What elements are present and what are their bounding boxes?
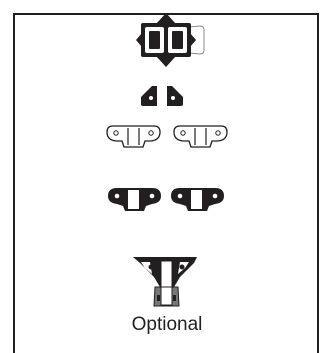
parts-diagram bbox=[106, 13, 228, 307]
outline-bracket-icon bbox=[106, 125, 161, 148]
optional-caption: Optional bbox=[131, 314, 203, 335]
small-clip-icon bbox=[167, 86, 183, 106]
main-body-icon bbox=[136, 13, 205, 67]
small-clip-icon bbox=[141, 86, 157, 106]
optional-mount-icon bbox=[133, 257, 197, 307]
filled-bracket-icon bbox=[108, 188, 161, 211]
outline-bracket-icon bbox=[173, 125, 228, 148]
filled-bracket-icon bbox=[171, 188, 224, 211]
